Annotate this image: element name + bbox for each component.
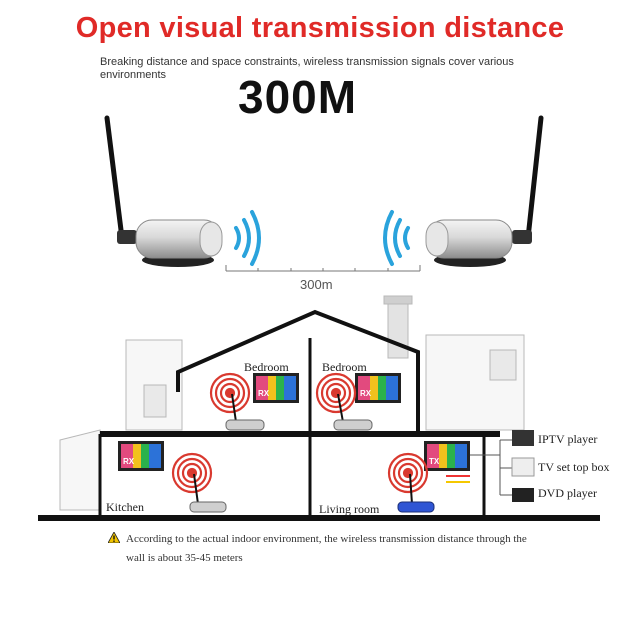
page-subline: Breaking distance and space constraints,…	[100, 56, 514, 81]
house-illustration: RX RX RX TX	[38, 295, 600, 521]
bedroom-left-tag: RX	[258, 389, 270, 398]
signal-waves-left-icon	[234, 210, 261, 266]
device-label-dvd: DVD player	[538, 486, 597, 500]
room-label-bedroom-right: Bedroom	[322, 360, 367, 374]
transmitter-pair-illustration	[104, 115, 544, 272]
warning-triangle-icon	[108, 532, 120, 543]
kitchen-tag: RX	[123, 457, 135, 466]
right-transmitter	[425, 115, 544, 267]
scale-label: 300m	[300, 277, 333, 292]
device-label-iptv: IPTV player	[538, 432, 598, 446]
bedroom-right-tag: RX	[360, 389, 372, 398]
device-label-stb: TV set top box	[538, 460, 610, 474]
signal-waves-right-icon	[383, 210, 410, 266]
notice-text: According to the actual indoor environme…	[126, 533, 527, 564]
room-label-living-room: Living room	[319, 502, 380, 516]
notice-text-block: According to the actual indoor environme…	[108, 530, 546, 568]
left-transmitter	[104, 115, 223, 267]
wifi-waves-icon	[171, 372, 429, 494]
living-room-tv: TX	[424, 441, 470, 471]
distance-scale	[225, 265, 421, 272]
distance-value: 300M	[238, 71, 358, 123]
house-background	[59, 295, 525, 511]
room-label-bedroom-left: Bedroom	[244, 360, 289, 374]
receiver-units	[189, 393, 435, 513]
bedroom-right-tv: RX	[355, 373, 401, 403]
page-headline: Open visual transmission distance	[75, 12, 565, 44]
room-label-kitchen: Kitchen	[106, 500, 144, 514]
roof-outline	[176, 309, 420, 432]
living-room-tag: TX	[429, 457, 440, 466]
source-devices	[446, 430, 535, 502]
kitchen-tv: RX	[118, 441, 164, 471]
bedroom-left-tv: RX	[253, 373, 299, 403]
